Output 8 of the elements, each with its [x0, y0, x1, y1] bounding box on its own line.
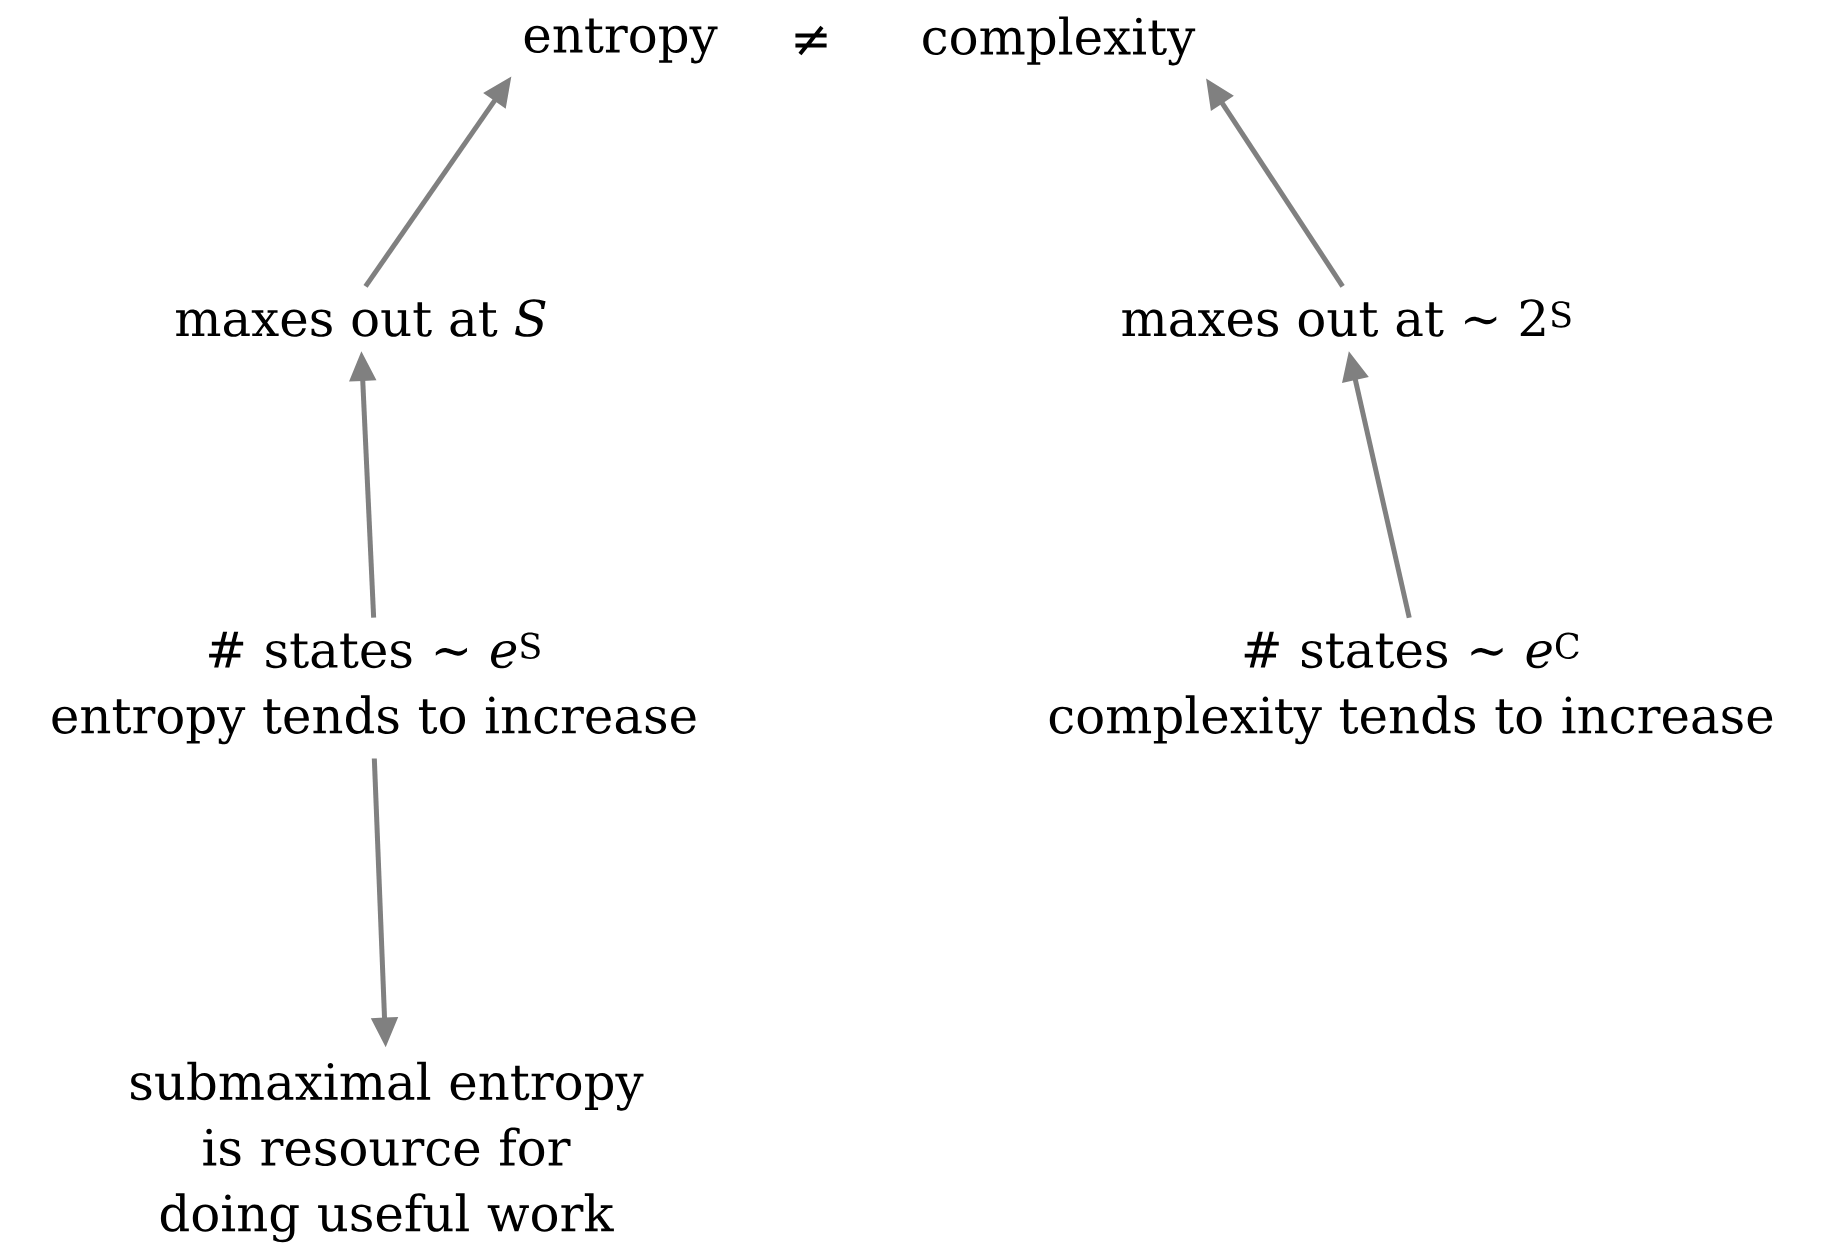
text-label: maxes out at S [176, 299, 546, 337]
text-label: entropy [524, 18, 718, 64]
text-label: # states ∼ e$^{S}$ entropy tends to increase [52, 631, 696, 745]
text-label: maxes out at ∼ 2$^{S}$ [1122, 299, 1571, 337]
symbol-label: ≠ [795, 25, 827, 56]
text-label: submaximal entropy is resource for doing useful work [131, 1061, 644, 1243]
text-label: # states ∼ e$^{C}$ complexity tends to increase [1049, 631, 1773, 745]
text-label: complexity [923, 16, 1196, 66]
